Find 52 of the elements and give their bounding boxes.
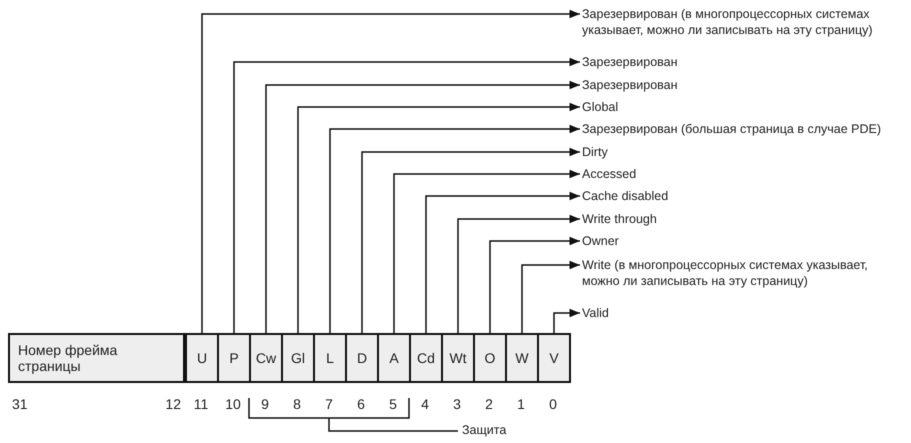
- arrow: [553, 308, 580, 333]
- bit-description: Зарезервирован: [582, 54, 908, 70]
- bit-cell: U: [185, 333, 219, 383]
- bit-number: 11: [192, 396, 210, 412]
- bit-cell: L: [313, 333, 347, 383]
- bit-number: 12: [165, 396, 181, 412]
- bit-cell: P: [217, 333, 251, 383]
- bit-description: Зарезервирован (большая страница в случае PDE): [582, 121, 908, 137]
- arrow: [393, 170, 580, 333]
- bit-number: 4: [420, 396, 430, 412]
- bit-number: 5: [388, 396, 398, 412]
- arrow: [457, 214, 580, 333]
- bit-description: Accessed: [582, 166, 908, 182]
- bit-number: 10: [224, 396, 242, 412]
- bit-cell: O: [473, 333, 507, 383]
- bit-number: 7: [324, 396, 334, 412]
- bit-cell: W: [505, 333, 539, 383]
- bit-number: 2: [484, 396, 494, 412]
- bit-number: 8: [292, 396, 302, 412]
- arrow: [233, 58, 580, 333]
- bit-description: Valid: [582, 305, 908, 321]
- bit-cell: A: [377, 333, 411, 383]
- arrow: [265, 80, 580, 333]
- arrow: [361, 148, 580, 333]
- bit-cell: Cd: [409, 333, 443, 383]
- bracket-label: Защита: [462, 422, 506, 438]
- bit-number: 31: [12, 396, 28, 412]
- arrow: [201, 10, 580, 333]
- bit-description: Global: [582, 99, 908, 115]
- arrow: [297, 102, 580, 333]
- arrow: [489, 236, 580, 333]
- bit-cell: D: [345, 333, 379, 383]
- bit-number: 1: [516, 396, 526, 412]
- arrow: [521, 260, 580, 333]
- bit-description: Зарезервирован: [582, 77, 908, 93]
- bit-number: 0: [548, 396, 558, 412]
- bit-description: Dirty: [582, 144, 908, 160]
- bit-cell: Cw: [249, 333, 283, 383]
- bit-description: Write (в многопроцессорных системах указывает, можно ли записывать на эту страницу): [582, 257, 908, 289]
- bit-description: Owner: [582, 233, 908, 249]
- field-cell: Номер фрейма страницы: [8, 333, 185, 383]
- bit-cell: V: [537, 333, 571, 383]
- arrow: [329, 124, 580, 333]
- bit-number: 9: [260, 396, 270, 412]
- bit-description: Зарезервирован (в многопроцессорных системах указывает, можно ли записывать на эту страницу): [582, 6, 908, 38]
- bit-number: 6: [356, 396, 366, 412]
- arrow: [425, 192, 580, 333]
- bit-description: Write through: [582, 211, 908, 227]
- bit-description: Cache disabled: [582, 188, 908, 204]
- bit-cell: Wt: [441, 333, 475, 383]
- bit-number: 3: [452, 396, 462, 412]
- bit-cell: Gl: [281, 333, 315, 383]
